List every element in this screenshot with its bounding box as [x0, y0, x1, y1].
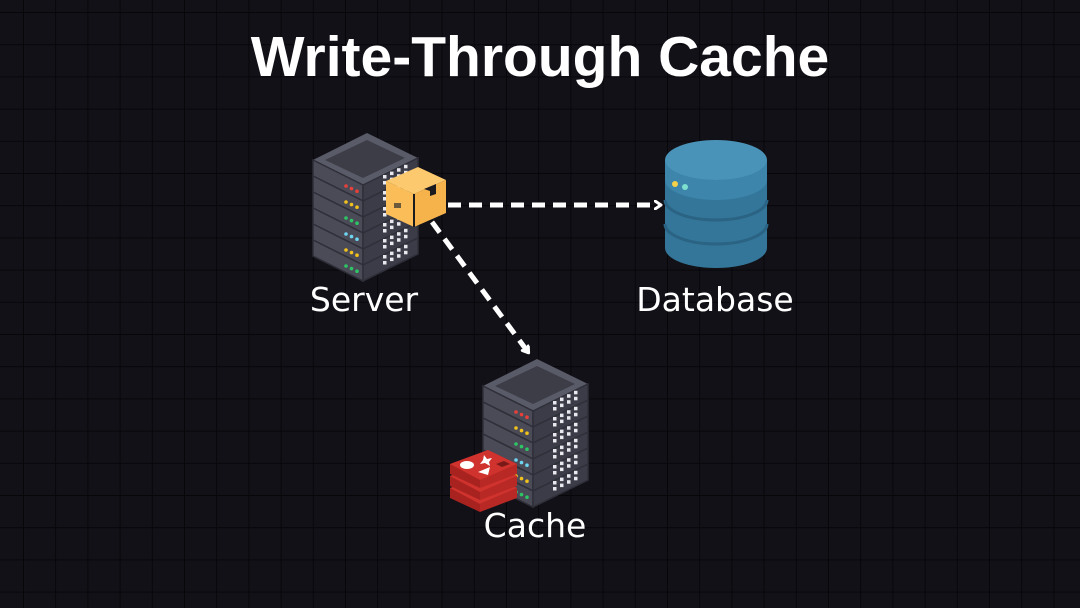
status-led — [514, 442, 518, 446]
status-led — [344, 216, 348, 220]
package-box-icon — [386, 167, 446, 227]
status-led — [525, 431, 529, 435]
status-led — [525, 495, 529, 499]
database-label: Database — [636, 280, 794, 319]
status-led — [525, 463, 529, 467]
status-led — [355, 189, 359, 193]
status-led — [519, 428, 524, 433]
status-led — [355, 253, 359, 257]
status-led — [344, 200, 348, 204]
status-led — [519, 492, 524, 497]
server-label: Server — [309, 280, 419, 319]
status-led — [349, 250, 354, 255]
status-led — [344, 232, 348, 236]
status-led — [349, 234, 354, 239]
status-led — [514, 458, 518, 462]
status-led — [344, 248, 348, 252]
status-led — [355, 205, 359, 209]
cache-label: Cache — [483, 506, 587, 545]
status-led — [349, 186, 354, 191]
status-led — [525, 479, 529, 483]
status-led — [514, 410, 518, 414]
status-led — [355, 269, 359, 273]
database-cylinder-icon — [663, 140, 769, 268]
status-led — [514, 426, 518, 430]
status-led — [355, 237, 359, 241]
status-led — [525, 447, 529, 451]
page-title: Write-Through Cache — [250, 25, 830, 89]
status-led — [349, 266, 354, 271]
edge-server-to-cache — [429, 220, 528, 352]
status-led — [344, 264, 348, 268]
status-led — [344, 184, 348, 188]
status-led — [519, 444, 524, 449]
redis-layer — [450, 450, 517, 480]
status-led — [525, 415, 529, 419]
status-led — [349, 202, 354, 207]
status-led — [355, 221, 359, 225]
redis-logo-icon — [450, 450, 517, 512]
status-led — [519, 476, 524, 481]
status-led — [519, 460, 524, 465]
status-led — [519, 412, 524, 417]
status-led — [349, 218, 354, 223]
